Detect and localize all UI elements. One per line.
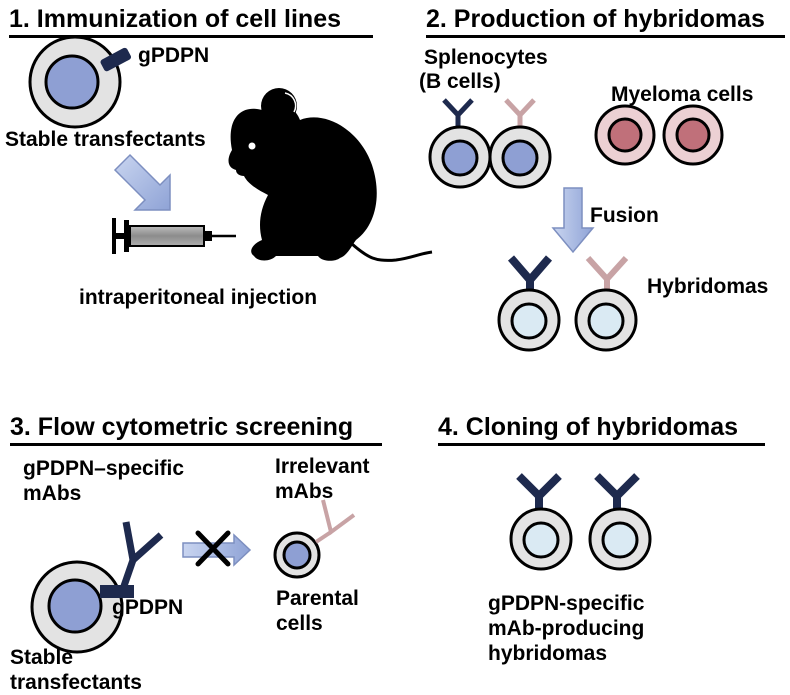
b-cell-1	[428, 92, 492, 189]
myeloma-cell-1	[594, 104, 656, 166]
gpdpn-label-1: gPDPN	[138, 44, 210, 67]
result-label-line-3: hybridomas	[488, 642, 608, 665]
panel-4-title-underline	[438, 443, 765, 446]
hybridoma-cell-2	[574, 255, 638, 352]
syringe-icon	[112, 218, 236, 254]
hybridomas-label: Hybridomas	[647, 275, 769, 298]
panel-1-title-underline	[9, 35, 373, 38]
myeloma-cell-2	[662, 104, 724, 166]
stable-transfectants-label-3-line-1: Stable	[10, 646, 74, 669]
irrelevant-mabs-label-line-1: Irrelevant	[275, 455, 370, 478]
parental-cell	[273, 531, 321, 579]
panel-2-title-underline	[426, 35, 785, 38]
panel-3-title-underline	[10, 443, 382, 446]
parental-cells-label-line-2: cells	[276, 612, 323, 635]
irrelevant-antibody	[314, 499, 356, 544]
specific-mabs-label-line-1: gPDPN–specific	[23, 457, 185, 480]
panel-2-title: 2. Production of hybridomas	[426, 5, 765, 33]
stable-transfectants-label-1: Stable transfectants	[5, 128, 206, 151]
transfectant-cell-3	[30, 560, 124, 654]
panel-3-title: 3. Flow cytometric screening	[10, 413, 354, 441]
fusion-label: Fusion	[590, 204, 659, 227]
irrelevant-mabs-label-line-2: mAbs	[275, 480, 334, 503]
specific-mabs-label-line-2: mAbs	[23, 482, 82, 505]
downward-arrow-1	[113, 153, 171, 211]
result-label-line-2: mAb-producing	[488, 617, 645, 640]
b-cells-label: (B cells)	[419, 70, 501, 93]
gpdpn-label-3: gPDPN	[112, 596, 184, 619]
panel-4-title: 4. Cloning of hybridomas	[438, 413, 739, 441]
panel-1-title: 1. Immunization of cell lines	[9, 5, 342, 33]
myeloma-cells-label: Myeloma cells	[611, 83, 754, 106]
injection-label: intraperitoneal injection	[79, 286, 318, 309]
cloned-hybridoma-1	[509, 473, 573, 571]
cloned-hybridoma-2	[588, 473, 652, 571]
gpdpn-antigen-1	[100, 47, 132, 72]
stable-transfectants-label-3-line-2: transfectants	[10, 671, 142, 694]
specific-antibody-bound	[100, 521, 164, 598]
splenocytes-label: Splenocytes	[424, 46, 548, 69]
parental-cells-label-line-1: Parental	[276, 587, 359, 610]
mouse-icon	[228, 88, 433, 262]
b-cell-2	[488, 98, 552, 189]
transfectant-cell-1	[28, 35, 122, 129]
hybridoma-cell-1	[497, 255, 561, 352]
fusion-arrow	[551, 187, 595, 254]
result-label-line-1: gPDPN-specific	[488, 592, 645, 615]
blocked-arrow	[182, 530, 252, 567]
